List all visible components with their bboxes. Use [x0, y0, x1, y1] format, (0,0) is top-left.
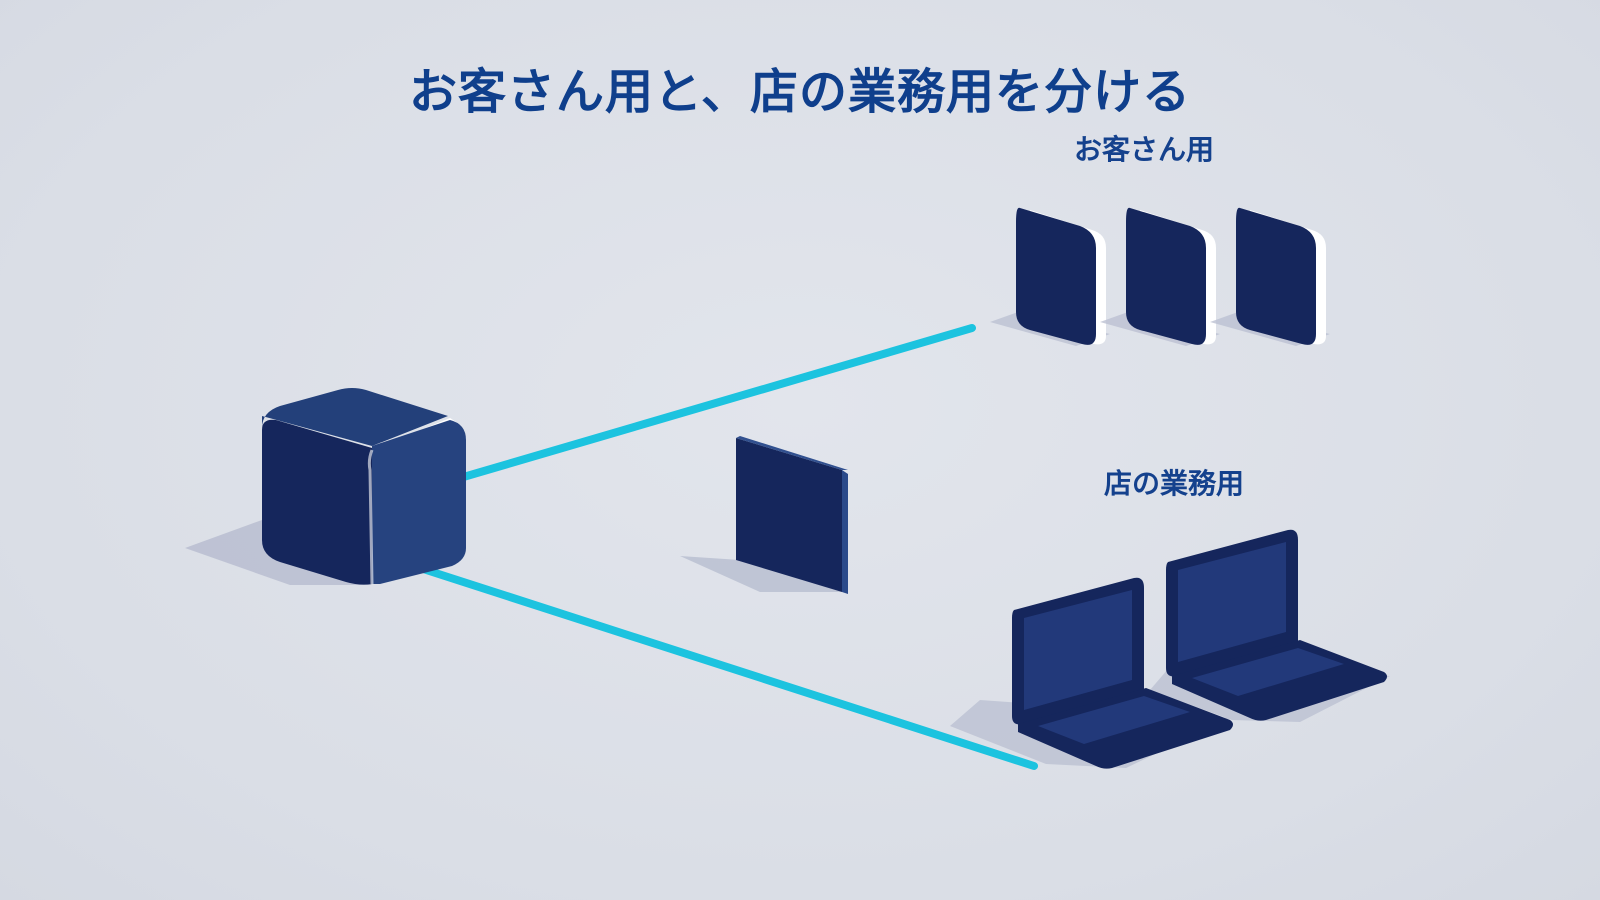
laptop-icon — [950, 577, 1233, 769]
page-title: お客さん用と、店の業務用を分ける — [408, 64, 1192, 120]
guest-devices — [990, 207, 1330, 346]
link-line-business — [416, 564, 1038, 770]
business-devices — [950, 529, 1390, 769]
smartphone-icon — [1100, 207, 1220, 346]
guest-group-label: お客さん用 — [1074, 133, 1215, 166]
laptop-icon — [1150, 529, 1390, 722]
smartphone-icon — [990, 207, 1110, 346]
partition-wall-icon — [680, 436, 848, 594]
link-line-guest — [456, 324, 976, 482]
router-cube-icon — [185, 388, 466, 585]
smartphone-icon — [1210, 207, 1330, 346]
business-group-label: 店の業務用 — [1104, 467, 1245, 500]
